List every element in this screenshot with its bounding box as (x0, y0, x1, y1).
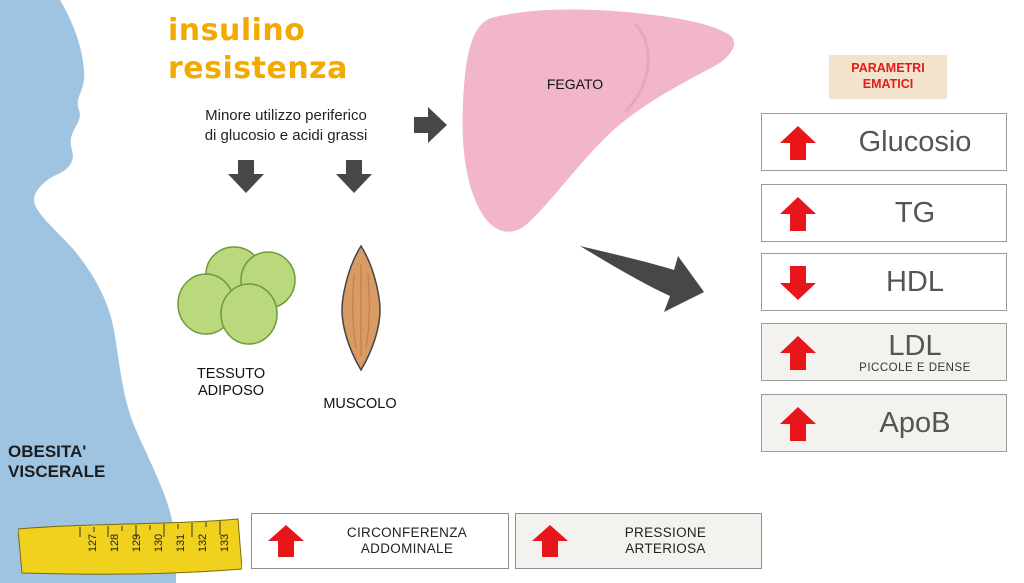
arrow-up-icon (780, 407, 816, 441)
arrow-down-icon (780, 266, 816, 300)
bottom-box-circonferenza: CIRCONFERENZA ADDOMINALE (251, 513, 509, 569)
fat-cells-icon (177, 246, 296, 345)
muscle-label: MUSCOLO (323, 396, 397, 412)
title-line1: insulino (168, 13, 306, 48)
liver-label: FEGATO (546, 76, 604, 92)
parameter-box-glucosio: Glucosio (761, 113, 1007, 171)
tape-number: 133 (219, 533, 232, 553)
bottom-box-label-line1: PRESSIONE (624, 525, 707, 540)
obesity-label-line2: VISCERALE (8, 462, 106, 481)
arrow-up-icon (532, 525, 568, 557)
parameter-label: LDL (888, 329, 942, 362)
tape-number: 131 (175, 533, 188, 553)
parameters-title-line2: EMATICI (862, 77, 914, 91)
body-silhouette (0, 0, 176, 583)
tape-number: 127 (87, 533, 100, 553)
tape-number: 132 (197, 533, 210, 553)
parameter-box-ldl: LDL PICCOLE E DENSE (761, 323, 1007, 381)
adipose-label: TESSUTO ADIPOSO (176, 366, 286, 400)
measuring-tape-icon: 127 128 129 130 131 132 133 (18, 515, 242, 579)
parameter-label: Glucosio (858, 125, 972, 158)
parameters-title: PARAMETRI EMATICI (829, 55, 947, 99)
bottom-box-label: PRESSIONE ARTERIOSA (576, 514, 755, 568)
description-line1: Minore utilizzo periferico (205, 107, 367, 124)
bottom-box-label-line2: ADDOMINALE (360, 541, 454, 556)
arrow-right-liver-icon (414, 107, 447, 143)
arrow-up-icon (268, 525, 304, 557)
parameter-label: HDL (885, 265, 944, 298)
description-line2: di glucosio e acidi grassi (204, 127, 368, 144)
arrow-down-muscle-icon (336, 160, 372, 193)
parameter-box-tg: TG (761, 184, 1007, 242)
obesity-label: OBESITA' VISCERALE (2, 442, 158, 482)
description: Minore utilizzo periferico di glucosio e… (170, 106, 402, 146)
parameter-label: ApoB (879, 406, 951, 439)
adipose-label-line2: ADIPOSO (197, 383, 265, 399)
bottom-box-pressione: PRESSIONE ARTERIOSA (515, 513, 762, 569)
bottom-box-label: CIRCONFERENZA ADDOMINALE (312, 514, 502, 568)
bottom-box-label-line1: CIRCONFERENZA (346, 525, 468, 540)
parameter-sublabel: PICCOLE E DENSE (859, 362, 971, 374)
title-line2: resistenza (168, 51, 348, 86)
arrow-up-icon (780, 126, 816, 160)
parameter-box-hdl: HDL (761, 253, 1007, 311)
bottom-box-label-line2: ARTERIOSA (625, 541, 706, 556)
muscle-icon (341, 244, 381, 372)
tape-number: 129 (131, 533, 144, 553)
parameter-label: TG (894, 196, 936, 229)
adipose-label-line1: TESSUTO (196, 366, 266, 382)
arrow-liver-to-params-icon (580, 246, 704, 312)
parameter-box-apob: ApoB (761, 394, 1007, 452)
arrow-up-icon (780, 197, 816, 231)
arrow-up-icon (780, 336, 816, 370)
obesity-label-line1: OBESITA' (8, 442, 87, 461)
parameters-title-line1: PARAMETRI (851, 61, 925, 75)
tape-number: 128 (109, 533, 122, 553)
arrow-down-adipose-icon (228, 160, 264, 193)
liver-icon (462, 9, 735, 232)
tape-number: 130 (153, 533, 166, 553)
